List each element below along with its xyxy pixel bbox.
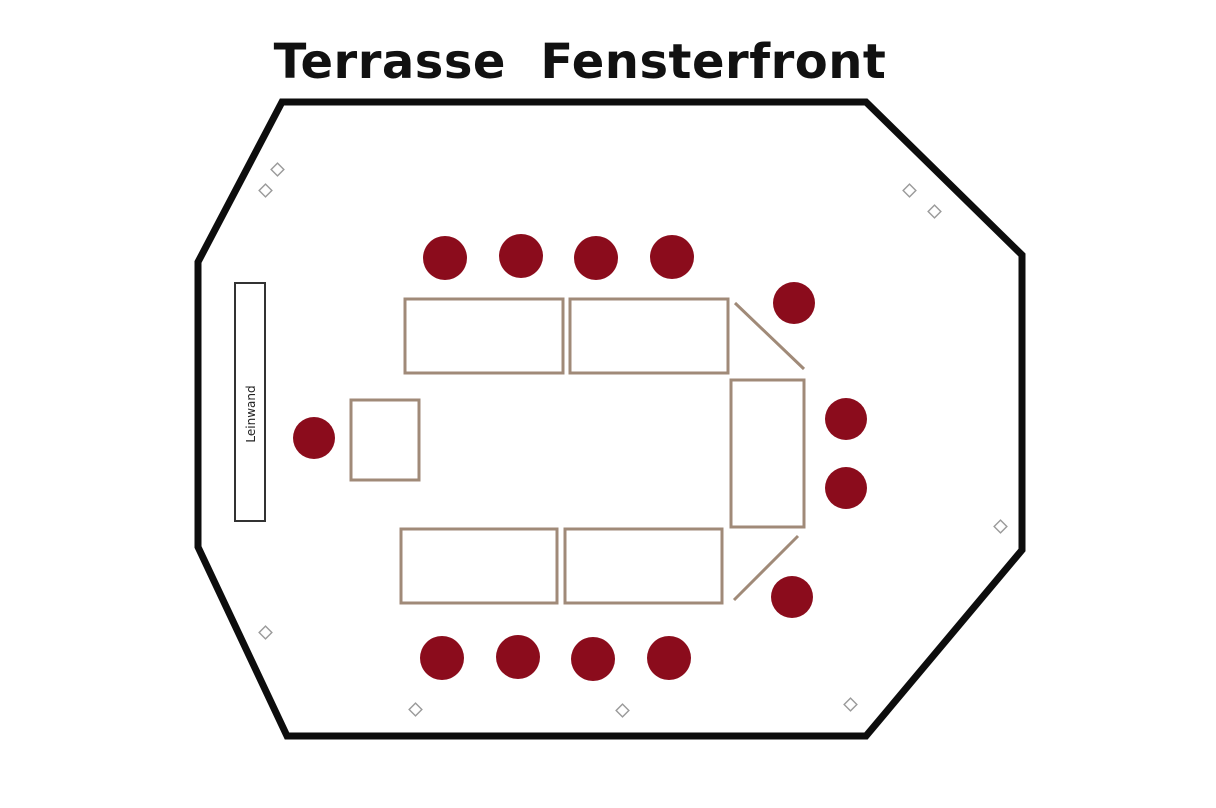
chair — [771, 576, 813, 618]
light-icon — [993, 519, 1008, 534]
table-top-left — [403, 297, 565, 375]
chair — [423, 236, 467, 280]
light-icon — [615, 703, 630, 718]
projection-screen-label: Leinwand — [244, 385, 258, 442]
chair — [420, 636, 464, 680]
table-top-right — [568, 297, 730, 375]
chair — [825, 398, 867, 440]
light-icon — [270, 162, 285, 177]
light-icon — [258, 183, 273, 198]
chair — [496, 635, 540, 679]
light-icon — [843, 697, 858, 712]
light-icon — [258, 625, 273, 640]
floor-plan-title: Terrasse Fensterfront — [273, 34, 887, 90]
table-head-left — [349, 398, 421, 482]
table-corner-connector-bottom — [732, 534, 800, 602]
chair — [647, 636, 691, 680]
light-icon — [927, 204, 942, 219]
table-corner-connector-top — [733, 301, 806, 371]
table-bottom-right — [563, 527, 724, 605]
chair — [293, 417, 335, 459]
light-icon — [902, 183, 917, 198]
table-head-right — [729, 378, 806, 529]
light-icon — [408, 702, 423, 717]
chair — [574, 236, 618, 280]
chair — [571, 637, 615, 681]
projection-screen: Leinwand — [234, 282, 266, 522]
chair — [825, 467, 867, 509]
projection-screen-frame — [234, 282, 266, 522]
chair — [773, 282, 815, 324]
room-wall-outline — [194, 98, 1026, 740]
chair — [499, 234, 543, 278]
table-bottom-left — [399, 527, 559, 605]
chair — [650, 235, 694, 279]
